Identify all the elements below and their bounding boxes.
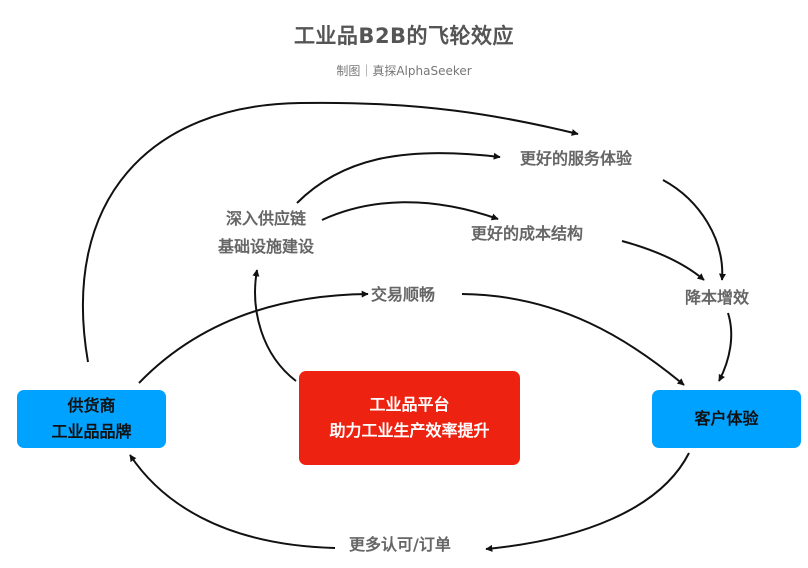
label-supply-chain-line2: 基础设施建设 xyxy=(217,237,314,256)
node-platform-line2: 助力工业生产效率提升 xyxy=(329,421,490,440)
diagram-subtitle: 制图｜真探AlphaSeeker xyxy=(336,64,472,78)
arrow-supply-chain-to-better-cost xyxy=(321,201,499,221)
node-supplier-line1: 供货商 xyxy=(67,396,116,415)
arrow-cost-efficiency-to-customer xyxy=(718,312,733,382)
diagram-title: 工业品B2B的飞轮效应 xyxy=(293,24,515,48)
arrow-supplier-to-better-service xyxy=(81,101,579,363)
arrow-better-cost-to-cost-efficiency xyxy=(621,240,705,281)
arrow-customer-to-more-orders xyxy=(485,452,690,552)
label-cost-efficiency: 降本增效 xyxy=(685,288,750,307)
node-platform-line1: 工业品平台 xyxy=(369,395,450,414)
arrow-platform-to-supply-chain xyxy=(252,269,297,382)
label-better-service: 更好的服务体验 xyxy=(520,149,633,168)
label-more-orders: 更多认可/订单 xyxy=(349,535,451,554)
arrow-supply-chain-to-better-service xyxy=(296,152,501,204)
node-customer: 客户体验 xyxy=(652,390,801,448)
node-supplier: 供货商 工业品品牌 xyxy=(17,390,166,448)
label-supply-chain: 深入供应链 基础设施建设 xyxy=(196,205,336,261)
arrow-more-orders-to-supplier xyxy=(129,454,336,549)
node-platform: 工业品平台 助力工业生产效率提升 xyxy=(299,371,520,465)
arrow-supplier-to-smooth-trade xyxy=(138,290,369,384)
node-supplier-line2: 工业品品牌 xyxy=(51,422,132,441)
arrow-smooth-trade-to-customer xyxy=(461,293,685,386)
label-smooth-trade: 交易顺畅 xyxy=(371,285,436,304)
label-better-cost: 更好的成本结构 xyxy=(471,224,584,243)
node-customer-line1: 客户体验 xyxy=(694,409,759,428)
arrow-better-service-to-cost-efficiency xyxy=(662,179,726,281)
label-supply-chain-line1: 深入供应链 xyxy=(225,209,306,228)
